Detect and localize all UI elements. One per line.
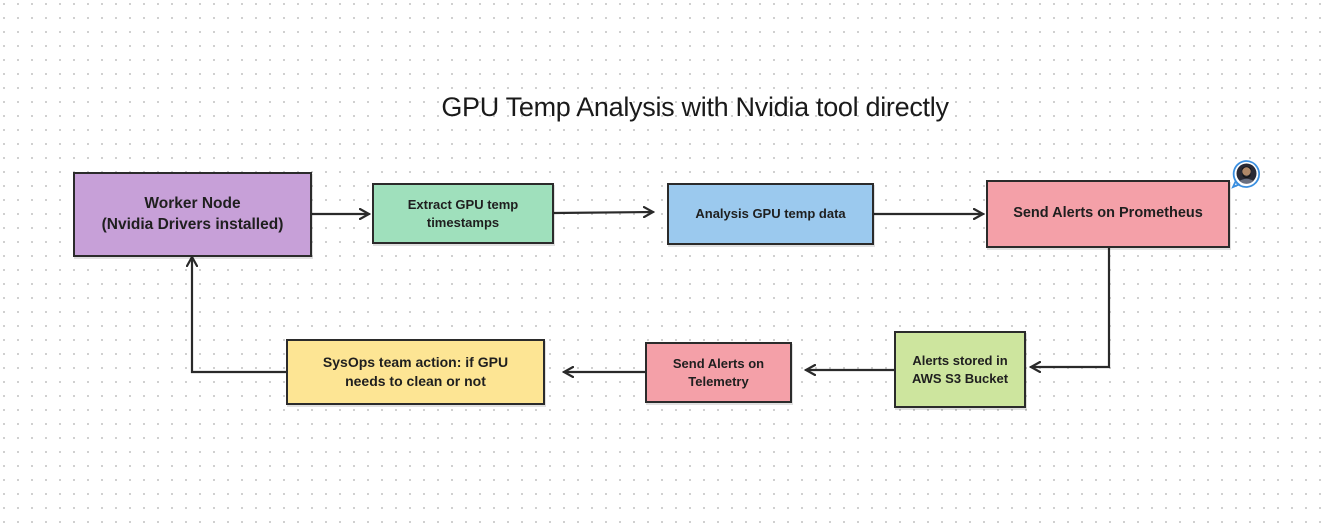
node-alerts-s3-bucket[interactable]: Alerts stored in AWS S3 Bucket: [894, 331, 1026, 408]
node-send-alerts-telemetry[interactable]: Send Alerts on Telemetry: [645, 342, 792, 403]
node-label: (Nvidia Drivers installed): [101, 215, 284, 233]
node-label: AWS S3 Bucket: [911, 370, 1009, 386]
node-label: needs to clean or not: [345, 373, 486, 389]
edge-extract-to-analysis[interactable]: [552, 212, 653, 213]
node-send-alerts-prometheus[interactable]: Send Alerts on Prometheus: [986, 180, 1230, 248]
edge-sysops-to-worker[interactable]: [192, 257, 288, 374]
user-avatar-icon[interactable]: [1231, 159, 1261, 189]
edge-prom-to-s3[interactable]: [1031, 246, 1111, 367]
node-analysis-gpu-temp[interactable]: Analysis GPU temp data: [667, 183, 874, 245]
node-label: Analysis GPU temp data: [695, 206, 846, 222]
diagram-title: GPU Temp Analysis with Nvidia tool direc…: [441, 92, 949, 122]
node-label: Extract GPU temp: [407, 196, 519, 212]
node-label: Send Alerts on Prometheus: [1013, 205, 1203, 222]
node-label: timestamps: [426, 214, 500, 230]
node-worker-node[interactable]: Worker Node (Nvidia Drivers installed): [73, 172, 312, 257]
node-label: Telemetry: [688, 373, 749, 389]
node-sysops-team-action[interactable]: SysOps team action: if GPU needs to clea…: [286, 339, 545, 405]
node-label: SysOps team action: if GPU: [322, 354, 509, 371]
node-label: Alerts stored in: [912, 352, 1008, 368]
node-label: Worker Node: [144, 194, 241, 212]
node-label: Send Alerts on: [672, 355, 765, 371]
node-extract-gpu-temp[interactable]: Extract GPU temp timestamps: [372, 183, 554, 244]
